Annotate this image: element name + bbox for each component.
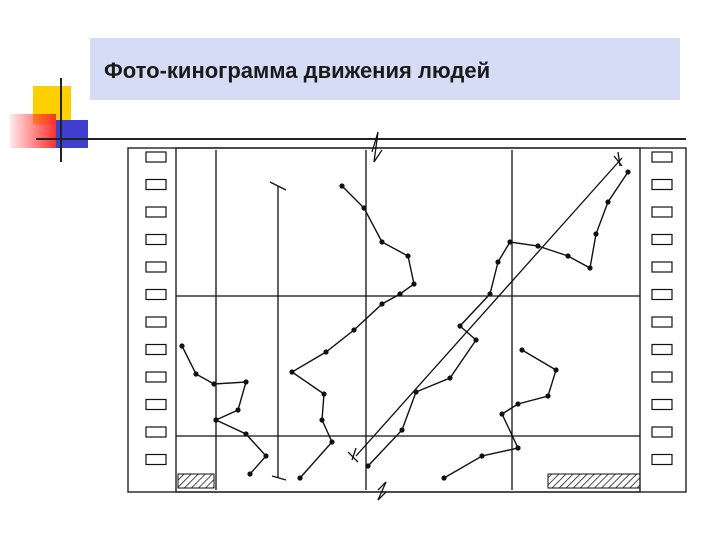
perforation-left — [145, 151, 167, 163]
trajectory-point — [339, 183, 345, 189]
trajectory-point — [507, 239, 513, 245]
trajectory-point — [625, 169, 631, 175]
perforation-left — [145, 453, 167, 466]
trajectory-point — [447, 375, 453, 381]
tear-mark-bottom — [377, 481, 387, 501]
trajectory-point — [379, 239, 385, 245]
title-underline — [36, 138, 686, 140]
film-strip-border — [127, 147, 687, 493]
perforation-left — [145, 288, 167, 301]
trajectory-point — [487, 291, 493, 297]
trajectory-point — [321, 391, 327, 397]
trajectory-point — [289, 369, 295, 375]
trajectory-point — [247, 471, 253, 477]
perforation-left — [145, 426, 167, 438]
frame-border — [175, 147, 641, 493]
perforation-left — [145, 343, 167, 356]
decor-vertical-line — [60, 78, 62, 162]
perforation-right — [651, 343, 673, 356]
trajectory-point — [515, 401, 521, 407]
hatched-block-left — [177, 473, 215, 489]
perforation-right — [651, 233, 673, 246]
trajectory-point — [361, 205, 367, 211]
trajectory-point — [593, 231, 599, 237]
trajectory-point — [263, 453, 269, 459]
trajectory-point — [515, 445, 521, 451]
trajectory-point — [297, 475, 303, 481]
hatched-block-right — [547, 473, 641, 489]
perforation-right — [651, 426, 673, 438]
perforation-left — [145, 398, 167, 411]
trajectory-point — [605, 199, 611, 205]
perforation-right — [651, 178, 673, 191]
trajectory-point — [235, 407, 241, 413]
trajectory-1 — [181, 345, 247, 421]
trajectory-point — [495, 259, 501, 265]
perforation-right — [651, 398, 673, 411]
perforation-right — [651, 371, 673, 383]
perforation-left — [145, 261, 167, 273]
perforation-right — [651, 206, 673, 218]
diagonal-track-ends — [347, 151, 623, 463]
trajectory-point — [329, 439, 335, 445]
perforation-left — [145, 178, 167, 191]
trajectory-point — [473, 337, 479, 343]
trajectory-point — [399, 427, 405, 433]
perforation-right — [651, 316, 673, 328]
perforation-left — [145, 233, 167, 246]
trajectory-point — [397, 291, 403, 297]
trajectory-2 — [215, 419, 267, 475]
trajectory-point — [587, 265, 593, 271]
trajectory-point — [179, 343, 185, 349]
trajectory-point — [411, 281, 417, 287]
slide-title: Фото-кинограмма движения людей — [104, 58, 491, 83]
perforation-right — [651, 288, 673, 301]
trajectory-point — [365, 463, 371, 469]
trajectory-point — [243, 379, 249, 385]
trajectory-point — [351, 327, 357, 333]
perforation-left — [145, 371, 167, 383]
trajectory-point — [479, 453, 485, 459]
title-band — [90, 38, 680, 100]
trajectory-point — [553, 367, 559, 373]
trajectory-point — [379, 301, 385, 307]
trajectory-point — [457, 323, 463, 329]
perforation-right — [651, 151, 673, 163]
trajectory-point — [243, 431, 249, 437]
trajectory-point — [565, 253, 571, 259]
perforation-right — [651, 453, 673, 466]
trajectory-point — [499, 411, 505, 417]
trajectory-point — [545, 393, 551, 399]
perforation-left — [145, 316, 167, 328]
tear-mark-top — [371, 131, 383, 163]
perforation-right — [651, 261, 673, 273]
perforation-left — [145, 206, 167, 218]
track-ends — [269, 181, 287, 481]
trajectory-point — [211, 381, 217, 387]
decor-red-square — [10, 114, 56, 148]
trajectory-point — [323, 349, 329, 355]
trajectory-point — [213, 417, 219, 423]
trajectory-point — [193, 371, 199, 377]
trajectory-5 — [443, 349, 557, 479]
trajectory-point — [319, 417, 325, 423]
trajectory-point — [441, 475, 447, 481]
trajectory-point — [413, 389, 419, 395]
trajectory-point — [519, 347, 525, 353]
trajectory-4 — [367, 171, 629, 467]
trajectory-point — [405, 253, 411, 259]
diagonal-track — [355, 157, 623, 457]
trajectory-3 — [290, 185, 415, 479]
trajectory-point — [535, 243, 541, 249]
